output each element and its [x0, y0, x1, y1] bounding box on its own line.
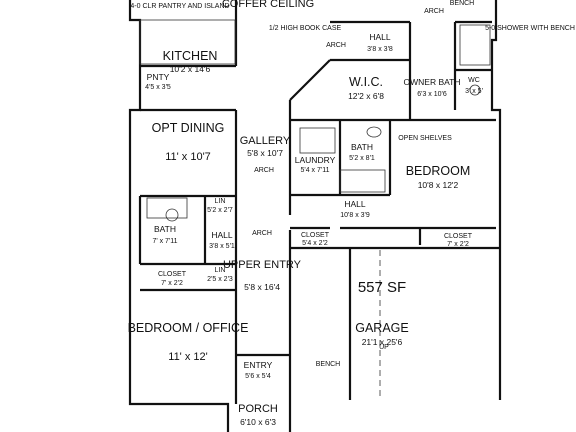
- lin2-label: LIN: [215, 267, 226, 274]
- upper-entry-dim: 5'8 x 16'4: [244, 282, 280, 292]
- open-shelves-label: OPEN SHELVES: [398, 135, 452, 142]
- laundry-label: LAUNDRY: [295, 155, 336, 165]
- laundry-dim: 5'4 x 7'11: [300, 167, 329, 174]
- pantry-island-label: 4-0 CLR PANTRY AND ISLAND: [130, 3, 229, 10]
- wc-dim: 3' x 5': [465, 88, 483, 95]
- kitchen-dim: 10'2 x 14'6: [170, 64, 211, 74]
- bedroom-office-dim: 11' x 12': [168, 351, 207, 363]
- sf-label: 557 SF: [358, 279, 406, 296]
- arch-label-2: ARCH: [424, 8, 444, 15]
- owner-bath-label: OWNER BATH: [404, 77, 461, 87]
- bath3-label: BATH: [154, 224, 176, 234]
- entry-label: ENTRY: [244, 360, 273, 370]
- upper-entry-label: UPPER ENTRY: [223, 259, 302, 271]
- porch-dim: 6'10 x 6'3: [240, 417, 276, 427]
- closet-left-dim: 7' x 2'2: [161, 280, 183, 287]
- labels: COFFER CEILING 4-0 CLR PANTRY AND ISLAND…: [128, 0, 575, 427]
- porch-label: PORCH: [238, 403, 278, 415]
- bedroom-office-label: BEDROOM / OFFICE: [128, 321, 249, 335]
- hall-mid-dim: 3'8 x 5'1: [209, 243, 235, 250]
- walls: [128, 0, 502, 432]
- closet-mid-label: CLOSET: [301, 232, 330, 239]
- wic-dim: 12'2 x 6'8: [348, 91, 384, 101]
- bench-entry-label: BENCH: [316, 361, 341, 368]
- wc-label: WC: [468, 77, 480, 84]
- shower-label: 5-0 SHOWER WITH BENCH: [485, 25, 575, 32]
- bench-top-label: BENCH: [450, 0, 475, 7]
- lin1-label: LIN: [215, 198, 226, 205]
- garage-dim: 21'1 x 25'6: [362, 337, 403, 347]
- up-label: UP: [379, 344, 389, 351]
- lin1-dim: 5'2 x 2'7: [207, 207, 233, 214]
- wic-label: W.I.C.: [349, 75, 383, 89]
- thin-lines: [139, 19, 491, 400]
- hall-top-dim: 3'8 x 3'8: [367, 46, 393, 53]
- gallery-label: GALLERY: [240, 135, 291, 147]
- hall-top-label: HALL: [369, 32, 391, 42]
- hall-right-label: HALL: [344, 199, 366, 209]
- entry-dim: 5'6 x 5'4: [245, 373, 271, 380]
- pnty-dim: 4'5 x 3'5: [145, 84, 171, 91]
- pnty-label: PNTY: [147, 72, 170, 82]
- bedroom-label: BEDROOM: [406, 164, 471, 178]
- closet-left-label: CLOSET: [158, 271, 187, 278]
- owner-bath-dim: 6'3 x 10'6: [417, 91, 447, 98]
- closet-right-dim: 7' x 2'2: [447, 241, 469, 248]
- opt-dining-label: OPT DINING: [152, 121, 225, 135]
- bedroom-dim: 10'8 x 12'2: [418, 180, 459, 190]
- book-case-label: 1/2 HIGH BOOK CASE: [269, 25, 342, 32]
- arch-label-4: ARCH: [252, 230, 272, 237]
- closet-right-label: CLOSET: [444, 233, 473, 240]
- closet-mid-dim: 5'4 x 2'2: [302, 240, 328, 247]
- opt-dining-dim: 11' x 10'7: [165, 151, 211, 163]
- arch-label-3: ARCH: [254, 167, 274, 174]
- bath2-dim: 5'2 x 8'1: [349, 155, 375, 162]
- arch-label-1: ARCH: [326, 42, 346, 49]
- kitchen-label: KITCHEN: [163, 49, 218, 63]
- hall-right-dim: 10'8 x 3'9: [340, 212, 370, 219]
- garage-label: GARAGE: [355, 321, 409, 335]
- bath2-label: BATH: [351, 142, 373, 152]
- coffer-ceiling-label: COFFER CEILING: [222, 0, 314, 10]
- lin2-dim: 2'5 x 2'3: [207, 276, 233, 283]
- hall-mid-label: HALL: [211, 230, 233, 240]
- bath3-dim: 7' x 7'11: [152, 238, 177, 245]
- gallery-dim: 5'8 x 10'7: [247, 148, 283, 158]
